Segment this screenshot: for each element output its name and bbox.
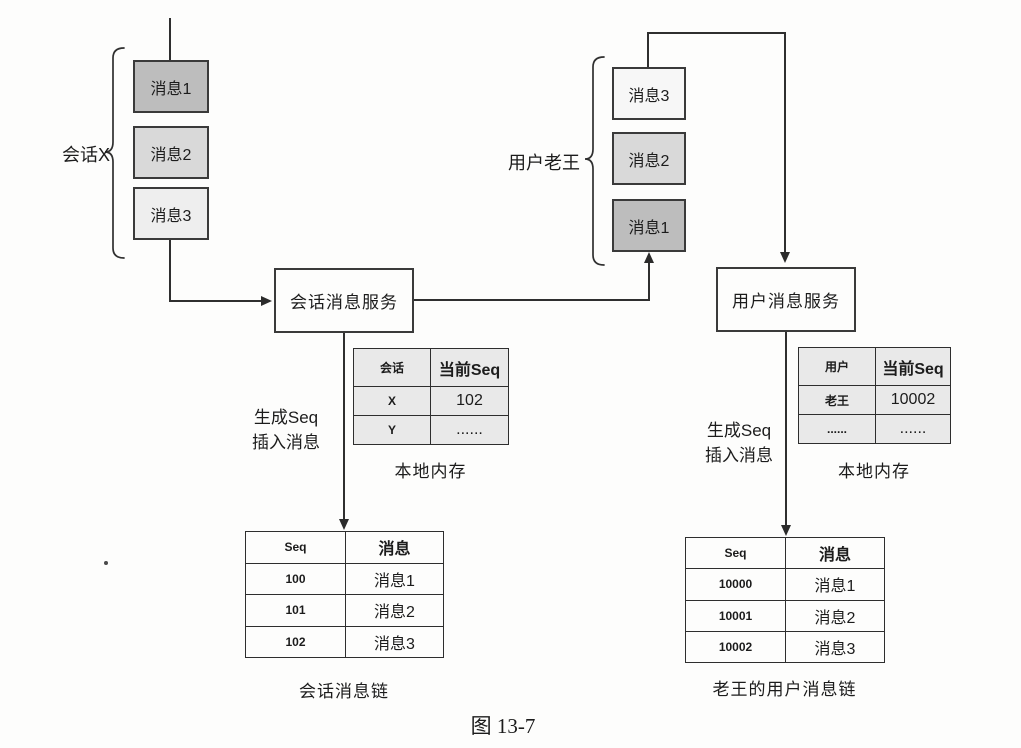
table-row: 会话 当前Seq [353, 347, 509, 388]
arrowhead-into-session-service [261, 296, 272, 306]
left-message-1-label: 消息1 [150, 80, 192, 98]
connector-service-to-user-h [414, 299, 650, 301]
session-service-box: 会话消息服务 [274, 268, 414, 333]
connector-usermsg3-up [647, 33, 649, 68]
mem-cell: ...... [798, 414, 876, 444]
connector-leftstack-down [169, 240, 171, 302]
chain-cell: 消息2 [345, 594, 444, 627]
right-action-line1: 生成Seq [706, 421, 772, 440]
user-chain-table: Seq 消息 10000 消息1 10001 消息2 10002 消息3 [685, 536, 885, 664]
right-message-1-label: 消息1 [628, 219, 670, 237]
left-message-3-label: 消息3 [150, 207, 192, 225]
arrowhead-into-user-message1 [644, 252, 654, 263]
mem-cell: ...... [875, 414, 951, 444]
chain-cell: 10001 [685, 599, 786, 632]
connector-into-user-service-v [784, 32, 786, 253]
chain-cell: 消息1 [345, 562, 444, 595]
table-row: Seq 消息 [685, 536, 885, 570]
mem-cell: ...... [430, 415, 509, 445]
right-action-line2: 插入消息 [705, 445, 773, 465]
chain-cell: 10000 [685, 568, 786, 601]
connector-service-to-user-v [648, 261, 650, 301]
chain-cell: 101 [245, 594, 346, 627]
user-service-box: 用户消息服务 [716, 267, 856, 332]
table-row: X 102 [353, 386, 509, 417]
mem-header-key: 用户 [798, 346, 876, 387]
chain-cell: 102 [245, 625, 346, 658]
session-memory-table: 会话 当前Seq X 102 Y ...... [353, 347, 509, 445]
chain-header-msg: 消息 [785, 536, 885, 570]
arrowhead-into-user-chain [781, 525, 791, 536]
mem-header-seq: 当前Seq [875, 346, 951, 387]
connector-user-service-down [785, 332, 787, 526]
table-row: ...... ...... [798, 414, 951, 444]
mem-cell: X [353, 386, 431, 417]
session-memory-caption: 本地内存 [394, 462, 467, 481]
table-row: 102 消息3 [245, 625, 444, 658]
table-row: 100 消息1 [245, 562, 444, 595]
right-message-3-label: 消息3 [628, 87, 670, 105]
figure-caption: 图 13-7 [470, 714, 536, 738]
right-group-label: 用户老王 [508, 153, 580, 173]
left-message-2: 消息2 [133, 126, 209, 179]
right-group-brace [584, 56, 605, 266]
right-message-2-label: 消息2 [628, 152, 670, 170]
user-service-label: 用户消息服务 [732, 292, 840, 311]
mem-header-key: 会话 [353, 347, 431, 388]
left-message-2-label: 消息2 [150, 146, 192, 164]
table-row: 10000 消息1 [685, 568, 885, 601]
chain-cell: 消息3 [785, 630, 885, 664]
session-chain-table: Seq 消息 100 消息1 101 消息2 102 消息3 [245, 531, 444, 658]
table-row: 101 消息2 [245, 594, 444, 627]
right-message-1: 消息1 [612, 199, 686, 252]
chain-cell: 消息3 [345, 625, 444, 658]
chain-cell: 10002 [685, 630, 786, 664]
arrowhead-into-session-chain [339, 519, 349, 530]
mem-cell: 102 [430, 386, 509, 417]
left-message-3: 消息3 [133, 187, 209, 240]
table-row: 10001 消息2 [685, 599, 885, 632]
table-row: 老王 10002 [798, 385, 951, 416]
user-chain-caption: 老王的用户消息链 [712, 680, 857, 699]
user-memory-caption: 本地内存 [838, 462, 910, 481]
chain-cell: 消息1 [785, 568, 885, 601]
session-chain-caption: 会话消息链 [299, 682, 389, 701]
left-group-label: 会话X [61, 145, 110, 165]
left-action-line1: 生成Seq [253, 408, 319, 427]
connector-inbound-left [169, 18, 171, 61]
table-row: Y ...... [353, 415, 509, 445]
left-message-1: 消息1 [133, 60, 209, 113]
chain-cell: 消息2 [785, 599, 885, 632]
chain-cell: 100 [245, 562, 346, 595]
session-service-label: 会话消息服务 [290, 293, 398, 312]
chain-header-seq: Seq [245, 531, 346, 564]
mem-header-seq: 当前Seq [430, 347, 509, 388]
table-row: 用户 当前Seq [798, 346, 951, 387]
connector-top-right-h [647, 32, 786, 34]
table-row: 10002 消息3 [685, 630, 885, 664]
chain-header-msg: 消息 [345, 531, 444, 564]
left-action-label: 生成Seq 插入消息 [238, 406, 334, 455]
arrowhead-into-user-service [780, 252, 790, 263]
mem-cell: Y [353, 415, 431, 445]
mem-cell: 老王 [798, 385, 876, 416]
mem-cell: 10002 [875, 385, 951, 416]
connector-leftstack-right [169, 300, 262, 302]
connector-session-service-down [343, 333, 345, 520]
right-message-3: 消息3 [612, 67, 686, 120]
left-action-line2: 插入消息 [252, 432, 320, 452]
right-message-2: 消息2 [612, 132, 686, 185]
scan-speck [104, 561, 108, 565]
table-row: Seq 消息 [245, 531, 444, 564]
right-action-label: 生成Seq 插入消息 [694, 419, 784, 468]
chain-header-seq: Seq [685, 536, 786, 570]
left-group-brace [104, 47, 125, 259]
user-memory-table: 用户 当前Seq 老王 10002 ...... ...... [798, 346, 951, 444]
